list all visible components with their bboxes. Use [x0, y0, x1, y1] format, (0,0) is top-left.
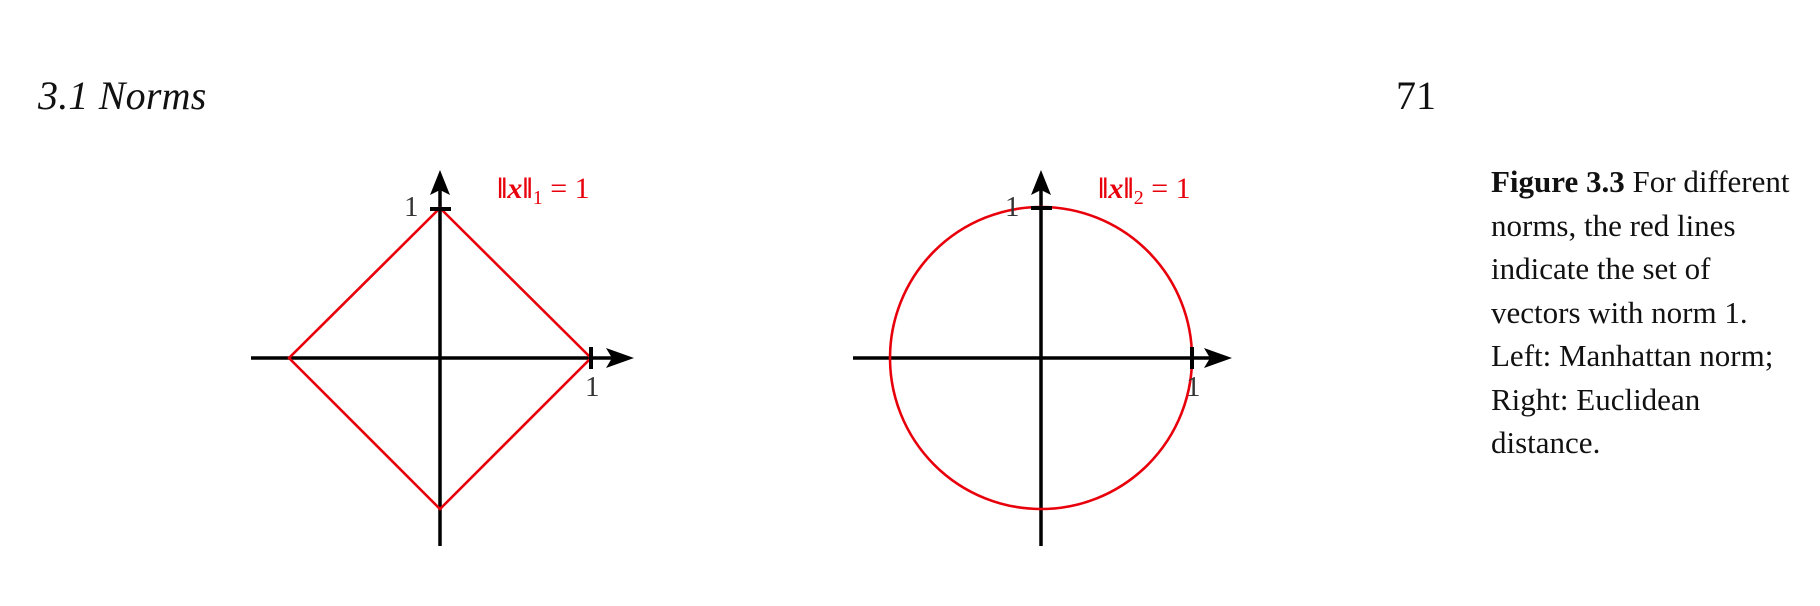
right-norm-subscript: 2: [1134, 187, 1144, 209]
left-norm-equals: = 1: [543, 172, 590, 205]
left-norm-subscript: 1: [533, 187, 543, 209]
page-number: 71: [1396, 73, 1436, 118]
left-x-tick-label: 1: [585, 371, 600, 403]
right-norm-symbol: ‖x‖: [1098, 172, 1134, 205]
left-y-axis-arrowhead: [430, 170, 450, 195]
right-panel-euclidean: 1 1 ‖x‖2 = 1: [853, 170, 1232, 546]
left-norm-symbol: ‖x‖: [497, 172, 533, 205]
left-unit-ball-diamond: [287, 206, 593, 511]
left-y-tick-label: 1: [404, 191, 419, 223]
right-y-tick-label: 1: [1005, 191, 1020, 223]
right-norm-equals: = 1: [1144, 172, 1191, 205]
figure-caption: Figure 3.3 For different norms, the red …: [1491, 160, 1791, 465]
running-head-section-title: 3.1 Norms: [38, 73, 207, 118]
left-panel-manhattan: 1 1 ‖x‖1 = 1: [251, 170, 634, 546]
right-x-tick-label: 1: [1186, 371, 1201, 403]
right-y-axis-arrowhead: [1031, 170, 1051, 195]
figure-caption-text: For different norms, the red lines indic…: [1491, 164, 1790, 460]
figure-caption-label: Figure 3.3: [1491, 164, 1625, 199]
left-norm-label: ‖x‖1 = 1: [497, 172, 590, 209]
left-x-axis-arrowhead: [606, 348, 634, 368]
right-x-axis-arrowhead: [1204, 348, 1232, 368]
right-norm-label: ‖x‖2 = 1: [1098, 172, 1191, 209]
